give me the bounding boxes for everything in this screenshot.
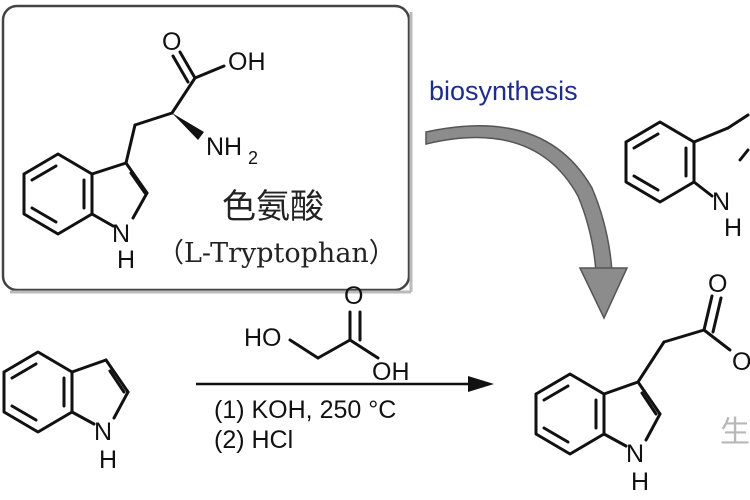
tryptophan-nh2-subscript: 2 <box>248 148 258 168</box>
product-o2: O <box>732 348 750 376</box>
right-top-h: H <box>724 214 742 242</box>
product-o: O <box>708 270 727 298</box>
glycolic-oh: OH <box>372 358 410 386</box>
indole-structure <box>2 350 130 434</box>
watermark: 生 <box>720 415 750 450</box>
tryptophan-o: O <box>162 28 181 56</box>
wedge-bond <box>172 113 204 140</box>
glycolic-o: O <box>344 282 363 310</box>
glycolic-acid-structure <box>288 310 380 360</box>
indole-h: H <box>99 446 117 474</box>
biosynthesis-arrowhead <box>578 267 629 320</box>
biosynthesis-arrow <box>425 125 613 273</box>
right-top-structure <box>624 113 750 204</box>
product-h: H <box>631 468 649 496</box>
product-n: N <box>626 440 644 468</box>
right-top-n: N <box>712 188 730 216</box>
tryptophan-oh: OH <box>228 48 266 76</box>
product-structure <box>534 294 732 456</box>
tryptophan-indole-h: H <box>117 246 135 274</box>
indole-n: N <box>94 418 112 446</box>
tryptophan-cjk-name: 色氨酸 <box>222 187 324 227</box>
reaction-arrowhead <box>468 376 494 392</box>
tryptophan-latin-name: （L-Tryptophan） <box>157 238 396 269</box>
glycolic-ho: HO <box>244 324 282 352</box>
tryptophan-structure <box>22 50 226 236</box>
tryptophan-nh: NH <box>206 133 242 161</box>
tryptophan-indole-n: N <box>112 220 130 248</box>
condition-step-2: (2) HCl <box>214 426 293 454</box>
condition-step-1: (1) KOH, 250 °C <box>214 396 396 424</box>
biosynthesis-label: biosynthesis <box>429 76 578 106</box>
tryptophan-box <box>1 4 411 292</box>
